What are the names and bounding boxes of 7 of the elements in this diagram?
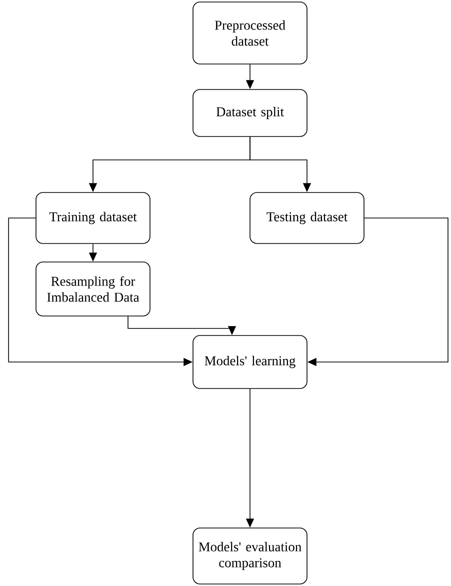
process-box: Testing dataset: [250, 192, 364, 244]
process-box: Dataset split: [192, 89, 308, 137]
process-box: Preprocessed dataset: [192, 2, 308, 64]
process-box: Training dataset: [36, 192, 150, 244]
process-box: Models' evaluation comparison: [192, 528, 308, 584]
process-box: Models' learning: [192, 335, 308, 389]
process-box: Resampling for Imbalanced Data: [36, 262, 150, 316]
